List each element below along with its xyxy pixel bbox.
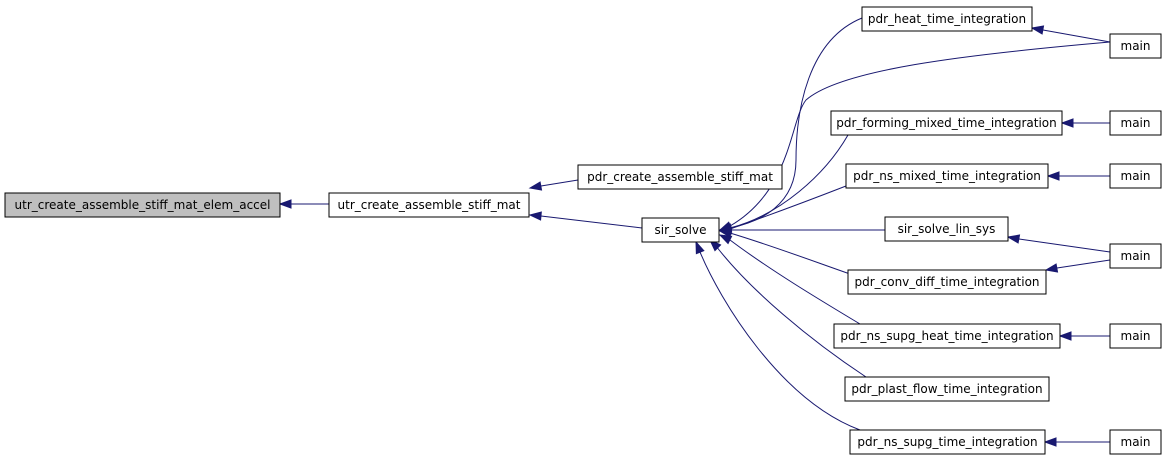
node-label: main <box>1121 329 1151 343</box>
arrowhead <box>718 234 733 245</box>
arrowhead <box>1044 263 1059 273</box>
node-label: pdr_heat_time_integration <box>868 12 1026 26</box>
edge-m4-to-n_conv <box>1056 259 1111 269</box>
node-sir-solve[interactable]: sir_solve <box>641 217 720 243</box>
edge-m4-to-n_sir_lin <box>1018 238 1111 253</box>
nodes-layer: utr_create_assemble_stiff_mat_elem_accel… <box>4 6 1162 455</box>
edge-n_supg_heat-to-n_sir <box>729 239 861 325</box>
node-pdr-conv-diff-time-integration[interactable]: pdr_conv_diff_time_integration <box>847 269 1047 295</box>
node-box <box>1109 110 1162 136</box>
node-label: utr_create_assemble_stiff_mat <box>338 198 521 212</box>
arrowhead <box>1046 171 1060 181</box>
node-pdr-ns-supg-time-integration[interactable]: pdr_ns_supg_time_integration <box>849 429 1046 455</box>
node-box <box>847 269 1047 295</box>
node-utr-create-assemble-stiff-mat-elem-accel: utr_create_assemble_stiff_mat_elem_accel <box>4 192 281 218</box>
node-label: pdr_ns_mixed_time_integration <box>853 169 1041 183</box>
node-box <box>1109 33 1162 59</box>
node-main-3[interactable]: main <box>1109 163 1162 189</box>
arrowhead <box>528 211 542 221</box>
node-pdr-forming-mixed-time-integration[interactable]: pdr_forming_mixed_time_integration <box>830 110 1063 136</box>
node-main-4[interactable]: main <box>1109 243 1162 269</box>
node-pdr-heat-time-integration[interactable]: pdr_heat_time_integration <box>861 6 1033 32</box>
node-box <box>1109 163 1162 189</box>
node-label: pdr_ns_supg_heat_time_integration <box>840 329 1053 343</box>
node-label: sir_solve <box>655 223 707 237</box>
node-box <box>861 6 1033 32</box>
arrowhead <box>1030 25 1045 35</box>
edge-n_supg-to-n_sir <box>699 251 861 431</box>
arrowhead <box>1060 118 1074 128</box>
node-box <box>1109 323 1162 349</box>
node-box <box>641 217 720 243</box>
node-box <box>577 164 783 190</box>
edge-n_ns_mixed-to-n_sir <box>729 185 847 230</box>
node-utr-create-assemble-stiff-mat[interactable]: utr_create_assemble_stiff_mat <box>328 192 530 218</box>
node-pdr-ns-mixed-time-integration[interactable]: pdr_ns_mixed_time_integration <box>845 163 1049 189</box>
node-pdr-ns-supg-heat-time-integration[interactable]: pdr_ns_supg_heat_time_integration <box>833 323 1061 349</box>
node-pdr-plast-flow-time-integration[interactable]: pdr_plast_flow_time_integration <box>844 376 1050 402</box>
node-pdr-create-assemble-stiff-mat[interactable]: pdr_create_assemble_stiff_mat <box>577 164 783 190</box>
arrowhead <box>528 181 543 191</box>
node-box <box>1109 429 1162 455</box>
node-label: main <box>1121 39 1151 53</box>
edge-n_sir-to-n_utr <box>540 215 643 229</box>
node-box <box>1109 243 1162 269</box>
node-box <box>328 192 530 218</box>
arrowhead <box>695 240 705 255</box>
node-box <box>849 429 1046 455</box>
node-box <box>844 376 1050 402</box>
edge-m1-to-n_heat <box>1042 29 1111 43</box>
node-label: utr_create_assemble_stiff_mat_elem_accel <box>15 198 271 212</box>
edge-n_conv-to-n_sir <box>729 232 851 275</box>
edge-n_pdr_create-to-n_utr <box>540 179 579 187</box>
arrowhead <box>1058 331 1072 341</box>
node-label: pdr_plast_flow_time_integration <box>851 382 1042 396</box>
node-label: main <box>1121 249 1151 263</box>
node-box <box>830 110 1063 136</box>
edge-n_plast-to-n_sir <box>715 245 867 378</box>
node-label: pdr_ns_supg_time_integration <box>857 435 1037 449</box>
node-main-5[interactable]: main <box>1109 323 1162 349</box>
arrowhead <box>718 228 733 238</box>
node-main-6[interactable]: main <box>1109 429 1162 455</box>
arrowhead <box>1006 234 1021 244</box>
node-sir-solve-lin-sys[interactable]: sir_solve_lin_sys <box>884 216 1009 242</box>
node-label: pdr_create_assemble_stiff_mat <box>587 170 773 184</box>
node-label: sir_solve_lin_sys <box>898 222 996 236</box>
node-box <box>833 323 1061 349</box>
arrowhead <box>1043 437 1057 447</box>
edge-n_heat-to-n_sir <box>729 17 863 229</box>
node-box <box>4 192 281 218</box>
node-box <box>884 216 1009 242</box>
node-main-1[interactable]: main <box>1109 33 1162 59</box>
edge-n_forming-to-n_sir <box>729 134 849 229</box>
node-label: main <box>1121 435 1151 449</box>
node-label: pdr_conv_diff_time_integration <box>854 275 1039 289</box>
node-label: pdr_forming_mixed_time_integration <box>836 116 1057 130</box>
node-label: main <box>1121 169 1151 183</box>
node-box <box>845 163 1049 189</box>
arrowhead <box>278 199 292 209</box>
node-main-2[interactable]: main <box>1109 110 1162 136</box>
node-label: main <box>1121 116 1151 130</box>
